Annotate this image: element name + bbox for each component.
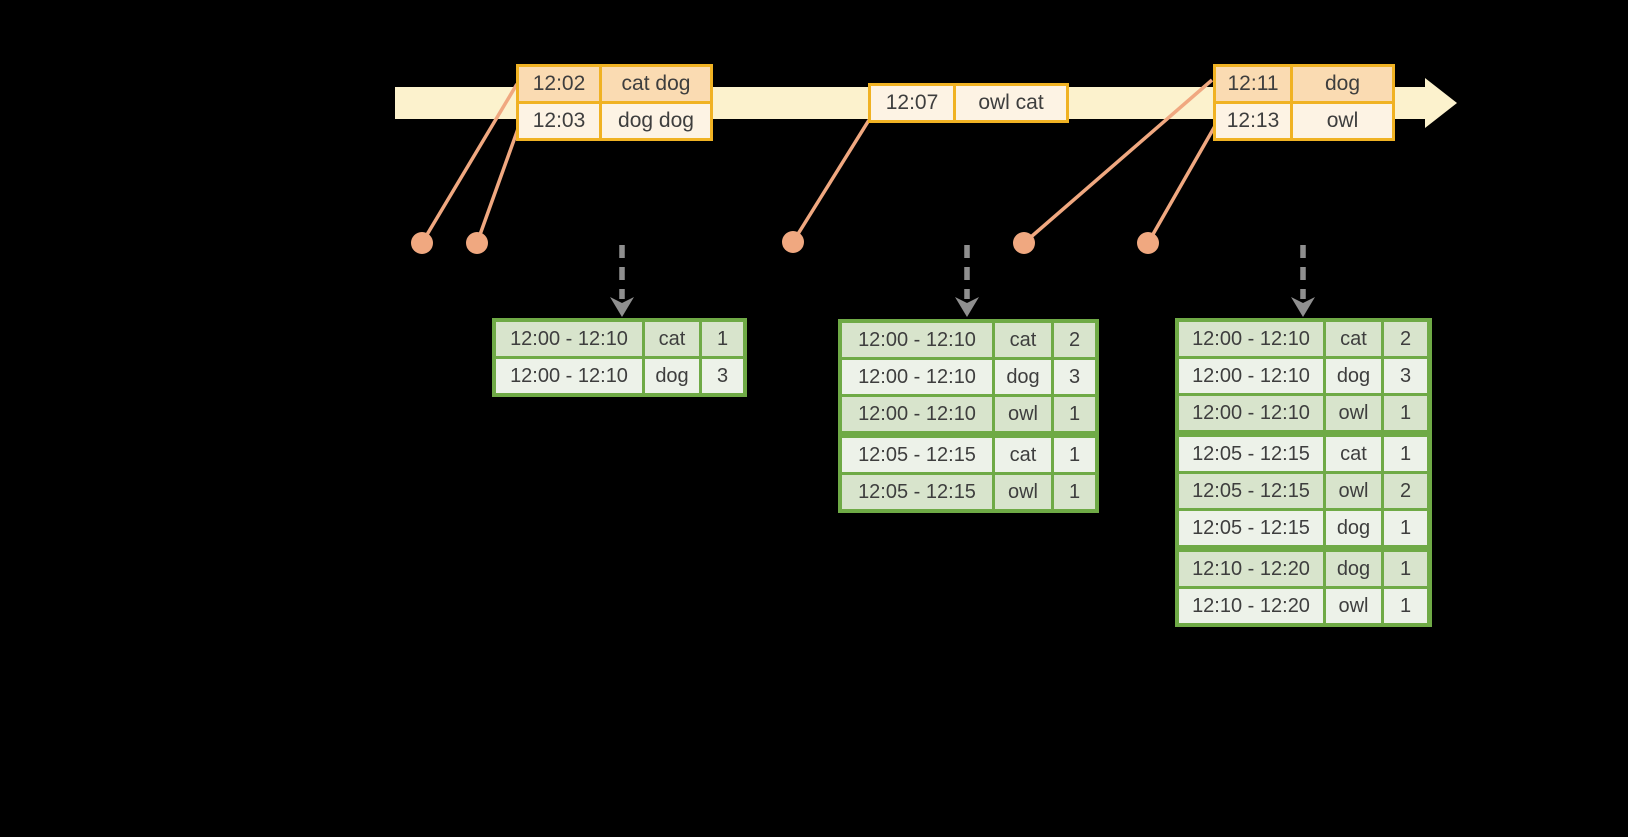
event-words: owl cat bbox=[956, 86, 1066, 120]
event-table-3: 12:11 dog 12:13 owl bbox=[1213, 64, 1395, 141]
result-row: 12:00 - 12:10 owl 1 bbox=[1179, 396, 1428, 430]
window-cell: 12:05 - 12:15 bbox=[842, 475, 992, 509]
result-row: 12:05 - 12:15 cat 1 bbox=[842, 438, 1095, 472]
event-connector-line bbox=[475, 125, 521, 244]
count-cell: 1 bbox=[702, 322, 743, 356]
timeline-right-arrow-icon bbox=[1425, 78, 1457, 128]
count-cell: 1 bbox=[1384, 396, 1427, 430]
window-cell: 12:00 - 12:10 bbox=[842, 360, 992, 394]
word-cell: dog bbox=[1326, 359, 1381, 393]
result-row: 12:00 - 12:10 cat 1 bbox=[496, 322, 743, 356]
event-row: 12:13 owl bbox=[1216, 104, 1392, 138]
event-table-2: 12:07 owl cat bbox=[868, 83, 1069, 123]
event-row: 12:07 owl cat bbox=[871, 86, 1066, 120]
result-row: 12:05 - 12:15 cat 1 bbox=[1179, 437, 1428, 471]
event-time: 12:13 bbox=[1216, 104, 1290, 138]
count-cell: 1 bbox=[1384, 511, 1427, 545]
word-cell: cat bbox=[1326, 437, 1381, 471]
event-dot bbox=[466, 232, 488, 254]
result-row: 12:00 - 12:10 owl 1 bbox=[842, 397, 1095, 431]
count-cell: 1 bbox=[1054, 397, 1095, 431]
down-arrow-icon bbox=[955, 297, 979, 317]
window-cell: 12:00 - 12:10 bbox=[496, 322, 642, 356]
event-row: 12:11 dog bbox=[1216, 67, 1392, 101]
count-cell: 2 bbox=[1384, 474, 1427, 508]
word-cell: dog bbox=[995, 360, 1051, 394]
down-arrow-icon bbox=[610, 297, 634, 317]
event-dot bbox=[1013, 232, 1035, 254]
window-cell: 12:00 - 12:10 bbox=[1179, 322, 1323, 356]
count-cell: 1 bbox=[1384, 437, 1427, 471]
event-time: 12:03 bbox=[519, 104, 599, 138]
result-row: 12:05 - 12:15 owl 2 bbox=[1179, 474, 1428, 508]
window-cell: 12:00 - 12:10 bbox=[1179, 396, 1323, 430]
event-connector-line bbox=[1146, 125, 1217, 244]
word-cell: dog bbox=[645, 359, 699, 393]
window-cell: 12:10 - 12:20 bbox=[1179, 552, 1323, 586]
event-row: 12:03 dog dog bbox=[519, 104, 710, 138]
result-row: 12:05 - 12:15 dog 1 bbox=[1179, 511, 1428, 545]
count-cell: 3 bbox=[702, 359, 743, 393]
word-cell: cat bbox=[645, 322, 699, 356]
result-table-2: 12:00 - 12:10 cat 2 12:00 - 12:10 dog 3 … bbox=[838, 319, 1099, 513]
event-connector-line bbox=[1022, 78, 1214, 245]
event-dot bbox=[411, 232, 433, 254]
event-connector-line bbox=[420, 83, 519, 244]
result-row: 12:00 - 12:10 cat 2 bbox=[842, 323, 1095, 357]
result-row: 12:10 - 12:20 dog 1 bbox=[1179, 552, 1428, 586]
event-connector-lines bbox=[420, 78, 1217, 245]
word-cell: dog bbox=[1326, 511, 1381, 545]
word-cell: owl bbox=[995, 397, 1051, 431]
event-words: dog bbox=[1293, 67, 1392, 101]
word-cell: owl bbox=[995, 475, 1051, 509]
count-cell: 1 bbox=[1384, 552, 1427, 586]
word-cell: owl bbox=[1326, 589, 1381, 623]
window-cell: 12:05 - 12:15 bbox=[1179, 437, 1323, 471]
result-row: 12:05 - 12:15 owl 1 bbox=[842, 475, 1095, 509]
event-time: 12:11 bbox=[1216, 67, 1290, 101]
trigger-arrow-heads bbox=[610, 297, 1315, 317]
window-cell: 12:05 - 12:15 bbox=[1179, 511, 1323, 545]
word-cell: cat bbox=[995, 438, 1051, 472]
event-table-1: 12:02 cat dog 12:03 dog dog bbox=[516, 64, 713, 141]
result-table-1: 12:00 - 12:10 cat 1 12:00 - 12:10 dog 3 bbox=[492, 318, 747, 397]
down-arrow-icon bbox=[1291, 297, 1315, 317]
event-dots bbox=[411, 231, 1159, 254]
window-cell: 12:00 - 12:10 bbox=[496, 359, 642, 393]
event-row: 12:02 cat dog bbox=[519, 67, 710, 101]
count-cell: 3 bbox=[1384, 359, 1427, 393]
event-time: 12:07 bbox=[871, 86, 953, 120]
event-dot bbox=[1137, 232, 1159, 254]
window-cell: 12:00 - 12:10 bbox=[1179, 359, 1323, 393]
count-cell: 1 bbox=[1054, 475, 1095, 509]
result-table-3: 12:00 - 12:10 cat 2 12:00 - 12:10 dog 3 … bbox=[1175, 318, 1432, 627]
count-cell: 2 bbox=[1054, 323, 1095, 357]
trigger-arrow-lines bbox=[619, 245, 1306, 299]
result-row: 12:00 - 12:10 dog 3 bbox=[1179, 359, 1428, 393]
event-words: dog dog bbox=[602, 104, 710, 138]
count-cell: 1 bbox=[1384, 589, 1427, 623]
count-cell: 1 bbox=[1054, 438, 1095, 472]
result-row: 12:00 - 12:10 dog 3 bbox=[842, 360, 1095, 394]
window-cell: 12:05 - 12:15 bbox=[842, 438, 992, 472]
word-cell: cat bbox=[995, 323, 1051, 357]
window-cell: 12:00 - 12:10 bbox=[842, 397, 992, 431]
result-row: 12:00 - 12:10 cat 2 bbox=[1179, 322, 1428, 356]
count-cell: 3 bbox=[1054, 360, 1095, 394]
event-dot bbox=[782, 231, 804, 253]
window-cell: 12:05 - 12:15 bbox=[1179, 474, 1323, 508]
word-cell: dog bbox=[1326, 552, 1381, 586]
result-row: 12:10 - 12:20 owl 1 bbox=[1179, 589, 1428, 623]
count-cell: 2 bbox=[1384, 322, 1427, 356]
word-cell: owl bbox=[1326, 396, 1381, 430]
event-words: cat dog bbox=[602, 67, 710, 101]
word-cell: cat bbox=[1326, 322, 1381, 356]
event-time: 12:02 bbox=[519, 67, 599, 101]
result-row: 12:00 - 12:10 dog 3 bbox=[496, 359, 743, 393]
window-cell: 12:00 - 12:10 bbox=[842, 323, 992, 357]
event-connector-line bbox=[791, 119, 871, 243]
event-words: owl bbox=[1293, 104, 1392, 138]
window-cell: 12:10 - 12:20 bbox=[1179, 589, 1323, 623]
word-cell: owl bbox=[1326, 474, 1381, 508]
